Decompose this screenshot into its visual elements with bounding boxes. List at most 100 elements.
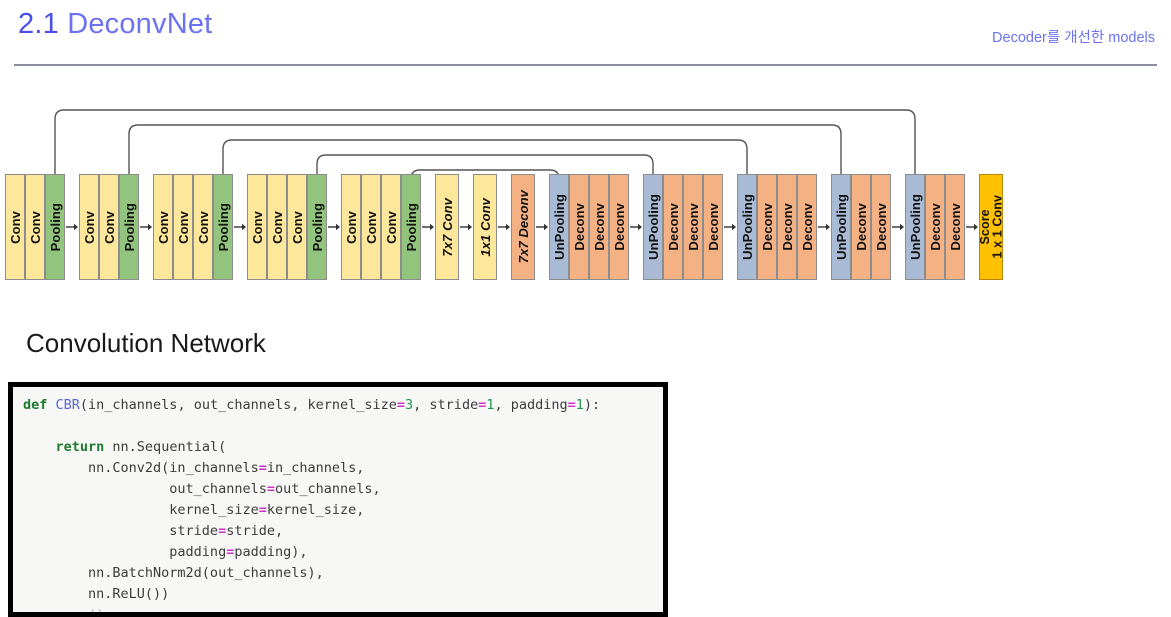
- arch-block-label: Conv: [7, 210, 23, 244]
- code-token: , stride: [413, 397, 479, 413]
- arch-block-label: Deconv: [705, 203, 721, 251]
- arch-block-7x7-conv: 7x7 Conv: [435, 174, 459, 280]
- arch-block-conv: Conv: [99, 174, 119, 280]
- arch-block-label: Deconv: [779, 203, 795, 251]
- code-block: def CBR(in_channels, out_channels, kerne…: [8, 382, 668, 617]
- arch-block-deconv: Deconv: [569, 174, 589, 280]
- arch-block-deconv: Deconv: [663, 174, 683, 280]
- code-token: 1: [486, 397, 495, 413]
- arch-block-label: UnPooling: [551, 194, 567, 260]
- arch-block-pooling: Pooling: [45, 174, 65, 280]
- arch-block-deconv: Deconv: [757, 174, 777, 280]
- arch-block-label: Conv: [383, 210, 399, 244]
- arch-block-label: Pooling: [215, 202, 231, 252]
- code-token: padding),: [234, 544, 308, 560]
- arch-block-label: Conv: [269, 210, 285, 244]
- arch-block-label: Conv: [81, 210, 97, 244]
- code-line: return nn.Sequential(: [23, 437, 600, 458]
- arch-block-conv: Conv: [153, 174, 173, 280]
- code-line: stride=stride,: [23, 521, 600, 542]
- arch-block-conv: Conv: [381, 174, 401, 280]
- code-token: nn.ReLU()): [23, 586, 170, 602]
- arch-block-label: 7x7 Deconv: [515, 190, 531, 264]
- arch-block-conv: Conv: [173, 174, 193, 280]
- arch-block-conv: Conv: [193, 174, 213, 280]
- arch-block-conv: Conv: [287, 174, 307, 280]
- code-token: 3: [405, 397, 414, 413]
- code-token: [23, 439, 56, 455]
- arch-block-label: UnPooling: [645, 194, 661, 260]
- arch-block-deconv: Deconv: [871, 174, 891, 280]
- arch-block-label: Conv: [175, 210, 191, 244]
- arch-block-pooling: Pooling: [307, 174, 327, 280]
- code-line: def CBR(in_channels, out_channels, kerne…: [23, 395, 600, 416]
- code-token: in_channels,: [266, 460, 365, 476]
- arch-block-label: Conv: [343, 210, 359, 244]
- code-line: nn.Conv2d(in_channels=in_channels,: [23, 458, 600, 479]
- arch-block-label: Conv: [155, 210, 171, 244]
- arch-block-conv: Conv: [5, 174, 25, 280]
- arch-block-label: 1x1 Conv: [477, 197, 493, 257]
- code-token: out_channels,: [274, 481, 381, 497]
- code-token: nn.Sequential(: [112, 439, 227, 455]
- code-token: =: [266, 481, 275, 497]
- code-token: def: [23, 397, 56, 413]
- arch-block-label: Conv: [249, 210, 265, 244]
- arch-block-deconv: Deconv: [797, 174, 817, 280]
- code-token: out_channels: [23, 481, 267, 497]
- code-token: return: [55, 439, 113, 455]
- code-token: 1: [575, 397, 584, 413]
- arch-block-7x7-deconv: 7x7 Deconv: [511, 174, 535, 280]
- code-token: ):: [583, 397, 601, 413]
- arch-block-label: Conv: [289, 210, 305, 244]
- code-token: =: [226, 544, 235, 560]
- code-token: =: [567, 397, 576, 413]
- arch-block-label: Conv: [195, 210, 211, 244]
- arch-block-unpooling: UnPooling: [905, 174, 925, 280]
- code-line: nn.BatchNorm2d(out_channels),: [23, 563, 600, 584]
- code-token: =: [218, 523, 227, 539]
- arch-block-pooling: Pooling: [401, 174, 421, 280]
- code-token: padding: [23, 544, 227, 560]
- code-token: =: [478, 397, 487, 413]
- code-token: (): [23, 607, 105, 617]
- code-token: stride: [23, 523, 219, 539]
- arch-block-unpooling: UnPooling: [549, 174, 569, 280]
- arch-block-deconv: Deconv: [703, 174, 723, 280]
- code-token: =: [258, 460, 267, 476]
- arch-block-conv: Conv: [267, 174, 287, 280]
- arch-block-label: Deconv: [873, 203, 889, 251]
- code-token: stride,: [226, 523, 284, 539]
- arch-block-label: Pooling: [47, 202, 63, 252]
- arch-block-conv: Conv: [341, 174, 361, 280]
- arch-block-label: Deconv: [665, 203, 681, 251]
- arch-block-pooling: Pooling: [119, 174, 139, 280]
- arch-block-label: Deconv: [571, 203, 587, 251]
- arch-block-label: Deconv: [799, 203, 815, 251]
- arch-block-label: Conv: [363, 210, 379, 244]
- code-token: =: [258, 502, 267, 518]
- code-token: =: [396, 397, 406, 413]
- arch-block-conv: Conv: [361, 174, 381, 280]
- code-token: CBR: [55, 397, 80, 413]
- code-token: nn.Conv2d(in_channels: [23, 460, 259, 476]
- code-token: kernel_size: [23, 502, 259, 518]
- code-line: out_channels=out_channels,: [23, 479, 600, 500]
- arch-block-label: Deconv: [853, 203, 869, 251]
- code-lines: def CBR(in_channels, out_channels, kerne…: [23, 395, 600, 617]
- page-title-number: 2.1: [18, 8, 59, 40]
- arch-block-1x1-conv: 1x1 Conv: [473, 174, 497, 280]
- arch-block-deconv: Deconv: [851, 174, 871, 280]
- arch-block-pooling: Pooling: [213, 174, 233, 280]
- arch-block-label: Conv: [27, 210, 43, 244]
- arch-block-deconv: Deconv: [683, 174, 703, 280]
- code-token: , padding: [494, 397, 568, 413]
- arch-block-label: UnPooling: [833, 194, 849, 260]
- header-topic-tag: Decoder를 개선한 models: [992, 30, 1155, 46]
- arch-block-label: 7x7 Conv: [439, 197, 455, 257]
- code-token: kernel_size,: [266, 502, 365, 518]
- arch-block-label: Pooling: [403, 202, 419, 252]
- code-line: nn.ReLU()): [23, 584, 600, 605]
